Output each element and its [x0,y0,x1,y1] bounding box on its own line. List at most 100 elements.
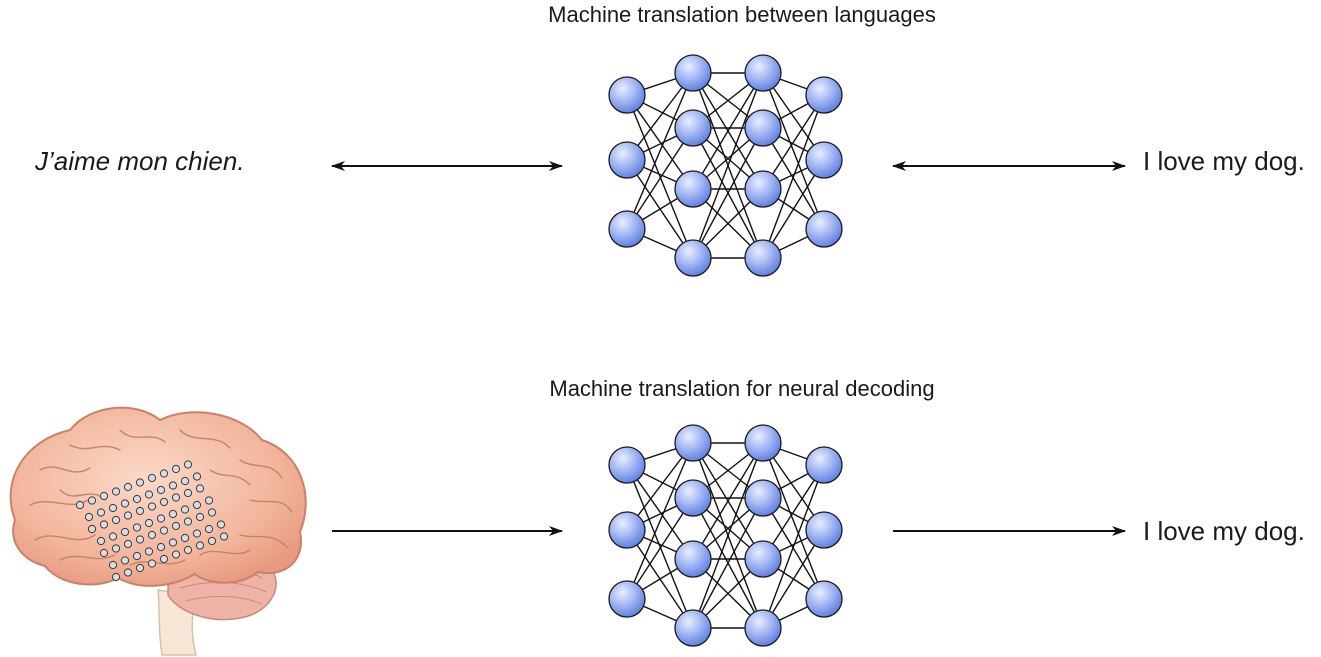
network-node-layer-4 [805,76,843,114]
electrode [168,538,178,547]
network-edge [626,94,694,190]
network-node-layer-4 [805,580,843,618]
network-edge [692,442,764,560]
electrode [180,476,190,486]
network-node-layer-4 [805,210,843,248]
network-node-layer-4 [805,141,843,179]
electrode [171,493,181,502]
network-edge [762,159,825,259]
electrode [168,481,178,490]
electrode [180,533,190,543]
network-node-layer-2 [674,170,712,208]
electrode [111,515,121,525]
electrode [96,536,106,546]
electrode [159,554,169,564]
electrode [183,488,193,498]
electrode [132,523,142,532]
network-node-layer-3 [744,54,782,92]
network-node-layer-2 [674,424,712,462]
electrode [147,559,157,568]
electrode [216,520,226,529]
electrode [183,460,193,469]
network-node-layer-3 [744,170,782,208]
electrode [99,520,109,529]
electrode [171,464,181,474]
brain-with-electrode-grid-icon [9,406,307,656]
electrode [159,526,169,535]
electrode [123,568,133,577]
electrode [132,494,142,504]
electrode [87,496,97,505]
network-node-layer-2 [674,54,712,92]
network-edge [692,72,764,259]
network-node-layer-3 [744,609,782,647]
network-edge [692,72,764,190]
electrode [156,485,166,495]
electrode [123,539,133,549]
electrode [183,517,193,526]
target-sentence-bottom: I love my dog. [1143,516,1305,546]
network-edge [762,497,825,600]
network-edge [692,127,764,259]
electrode [168,509,178,519]
electrode [180,505,190,514]
electrode [207,536,217,546]
source-sentence-french: J’aime mon chien. [35,146,245,176]
electrode [207,508,217,517]
network-node-layer-3 [744,479,782,517]
electrode [144,490,154,499]
network-edge [692,442,764,629]
network-node-layer-2 [674,109,712,147]
network-node-layer-4 [805,511,843,549]
electrode [99,491,109,501]
network-edge [762,127,825,230]
target-sentence-top: I love my dog. [1143,146,1305,176]
network-edge [762,442,825,600]
network-edge [762,72,825,230]
electrode [120,527,130,537]
network-edge [626,94,694,259]
network-node-layer-3 [744,424,782,462]
network-node-layer-4 [805,446,843,484]
electrode [84,512,94,522]
network-node-layer-2 [674,609,712,647]
electrode [156,514,166,523]
network-node-layer-1 [608,141,646,179]
electrode [171,550,181,559]
network-edge [626,72,694,230]
electrode [99,548,109,558]
electrode [111,487,121,496]
electrode [75,500,85,510]
electrode [171,521,181,531]
electrode-grid [75,460,229,582]
electrode [111,572,121,582]
electrode [135,478,145,487]
network-node-layer-3 [744,239,782,277]
electrode [120,556,130,565]
top-panel-title: Machine translation between languages [548,2,936,27]
electrode [135,563,145,573]
electrode [123,511,133,520]
electrode [87,524,97,534]
electrode [204,524,214,534]
network-edge [762,464,825,629]
electrode [204,496,214,505]
electrode [192,472,202,481]
bottom-panel-title: Machine translation for neural decoding [549,376,935,401]
neural-network-bottom [608,424,843,647]
cerebrum [9,406,307,587]
electrode [108,503,118,513]
electrode [144,518,154,528]
electrode [195,541,205,550]
electrode [195,512,205,522]
electrode [111,544,121,553]
network-edge [626,497,694,600]
network-node-layer-1 [608,511,646,549]
network-edge [762,529,825,629]
electrode [132,551,142,561]
network-edge [762,94,825,259]
network-node-layer-3 [744,540,782,578]
network-node-layer-3 [744,109,782,147]
electrode [195,484,205,493]
